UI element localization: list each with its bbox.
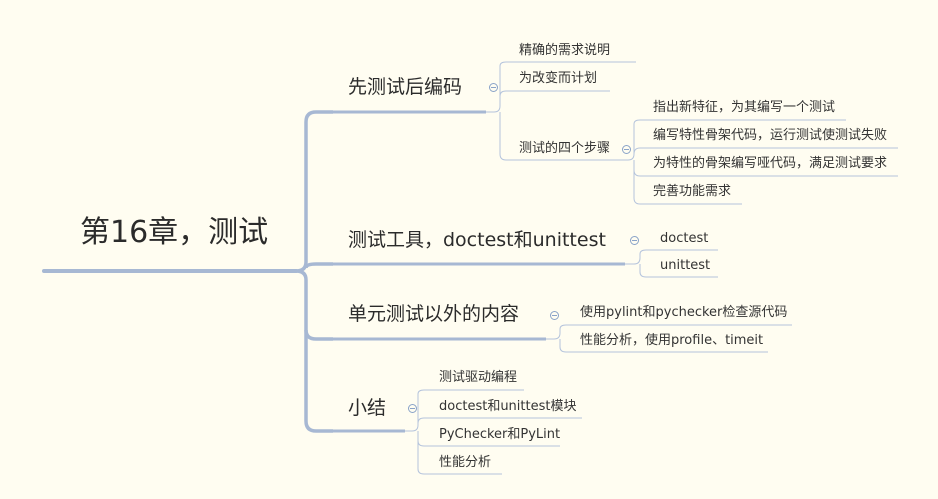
collapse-toggle-icon[interactable]	[630, 236, 639, 245]
subtopic[interactable]: doctest和unittest模块	[439, 399, 577, 414]
branch-topic-summary[interactable]: 小结	[348, 397, 387, 419]
branch-topic-beyond-unit-tests[interactable]: 单元测试以外的内容	[348, 303, 520, 325]
subtopic[interactable]: 为改变而计划	[519, 71, 598, 86]
subtopic[interactable]: 编写特性骨架代码，运行测试使测试失败	[653, 128, 888, 143]
branch-topic-test-tools[interactable]: 测试工具，doctest和unittest	[348, 229, 606, 251]
root-topic[interactable]: 第16章，测试	[80, 215, 269, 250]
subtopic[interactable]: doctest	[660, 231, 709, 246]
subtopic[interactable]: 使用pylint和pychecker检查源代码	[580, 305, 788, 320]
subtopic[interactable]: 为特性的骨架编写哑代码，满足测试要求	[653, 156, 888, 171]
subtopic[interactable]: 指出新特征，为其编写一个测试	[653, 100, 836, 115]
subtopic[interactable]: 性能分析	[439, 455, 492, 470]
collapse-toggle-icon[interactable]	[622, 145, 631, 154]
branch-topic-test-first[interactable]: 先测试后编码	[348, 76, 463, 98]
collapse-toggle-icon[interactable]	[489, 83, 498, 92]
collapse-toggle-icon[interactable]	[550, 311, 559, 320]
subtopic[interactable]: 性能分析，使用profile、timeit	[580, 333, 764, 348]
subtopic[interactable]: 测试的四个步骤	[519, 141, 611, 156]
subtopic[interactable]: PyChecker和PyLint	[439, 427, 561, 442]
subtopic[interactable]: 完善功能需求	[653, 184, 732, 199]
subtopic[interactable]: 测试驱动编程	[439, 370, 518, 385]
collapse-toggle-icon[interactable]	[408, 404, 417, 413]
subtopic[interactable]: unittest	[660, 258, 711, 273]
subtopic[interactable]: 精确的需求说明	[519, 43, 611, 58]
